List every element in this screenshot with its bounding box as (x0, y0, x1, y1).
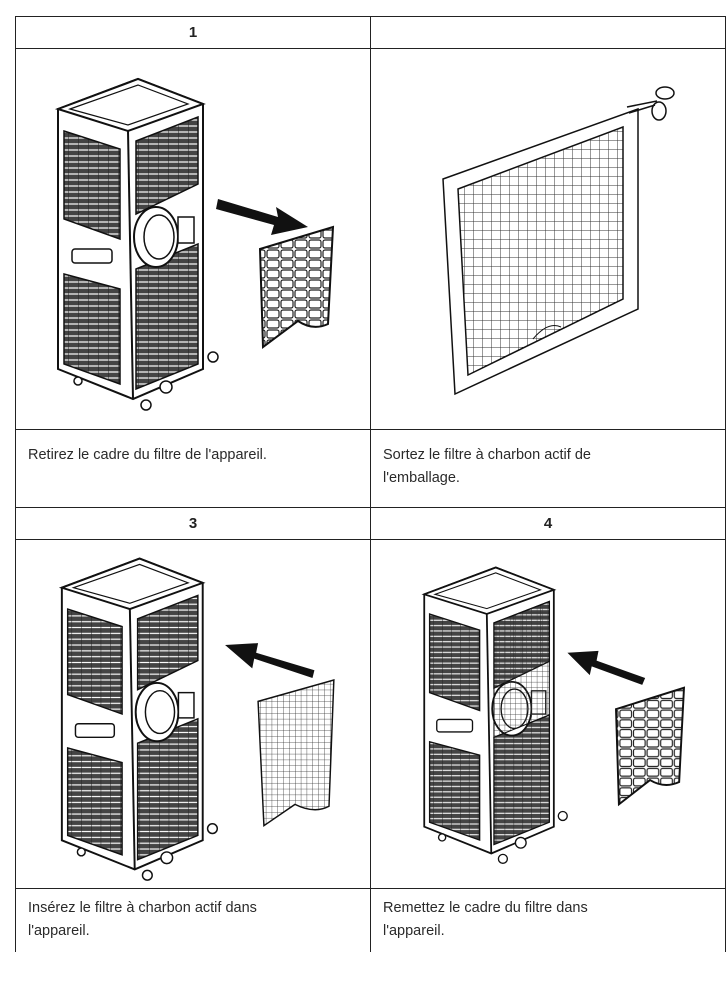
illustration-unpack-carbon-filter (371, 48, 726, 429)
step-text-4: Remettez le cadre du filtre dans l'appar… (371, 888, 726, 952)
step-number-3: 3 (16, 507, 371, 539)
step-text-2: Sortez le filtre à charbon actif de l'em… (371, 429, 726, 507)
illustration-insert-carbon-filter (16, 539, 371, 888)
illustration-reinsert-filter-frame (371, 539, 726, 888)
illustration-remove-filter-frame (16, 48, 371, 429)
step-text-1: Retirez le cadre du filtre de l'appareil… (16, 429, 371, 507)
instruction-grid: 1 (15, 16, 727, 952)
step-text-3: Insérez le filtre à charbon actif dans l… (16, 888, 371, 952)
step-number-4: 4 (371, 507, 726, 539)
step-number-2 (371, 16, 726, 48)
step-number-1: 1 (16, 16, 371, 48)
